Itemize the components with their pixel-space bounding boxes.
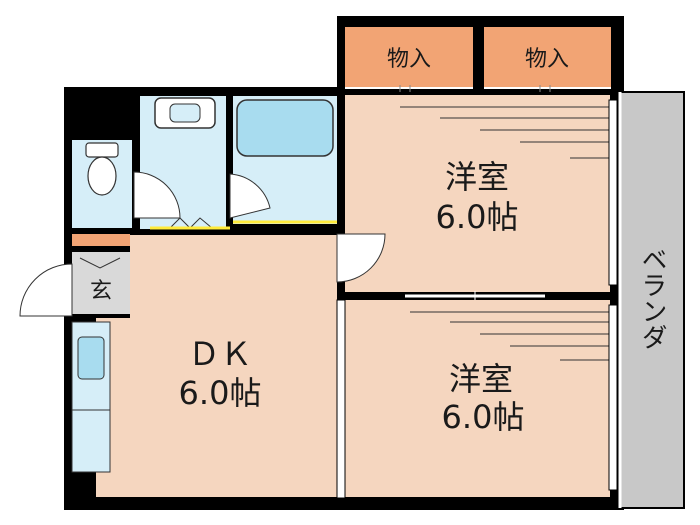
window-shading-upper (400, 106, 610, 159)
western-room-upper-floor (345, 95, 610, 292)
toilet-tank (85, 142, 119, 158)
bathtub-fixture (236, 99, 334, 157)
western-upper-name: 洋室 (445, 158, 509, 196)
bathroom-door (229, 173, 271, 219)
western-lower-size: 6.0帖 (442, 398, 525, 436)
entrance-floor (72, 252, 130, 314)
toilet-door (133, 171, 181, 219)
veranda-area (619, 91, 685, 509)
storage-right-label: 物入 (525, 47, 569, 72)
western-room-lower-floor (345, 300, 610, 497)
western-upper-size: 6.0帖 (436, 198, 519, 236)
entrance-door (19, 263, 73, 317)
dk-name: ＤＫ (188, 335, 252, 373)
dk-size: 6.0帖 (179, 374, 262, 412)
storage-right-floor (484, 27, 611, 87)
kitchen-sink (77, 336, 105, 380)
entrance-shelf (72, 234, 130, 246)
entrance-label: 玄 (90, 279, 112, 304)
window-right-lower (608, 304, 618, 491)
entrance-shoe-box-doors (79, 257, 121, 269)
dk-floor (130, 235, 337, 497)
dk-room-door (336, 233, 386, 283)
partition-dk-lower-room (336, 299, 346, 499)
veranda-label: ベランダ (637, 246, 667, 350)
window-right-upper (608, 99, 618, 286)
toilet-bowl (87, 156, 117, 196)
western-lower-name: 洋室 (449, 360, 513, 398)
storage-left-floor (345, 27, 473, 87)
window-shading-lower (410, 311, 610, 361)
storage-left-label: 物入 (387, 47, 431, 72)
